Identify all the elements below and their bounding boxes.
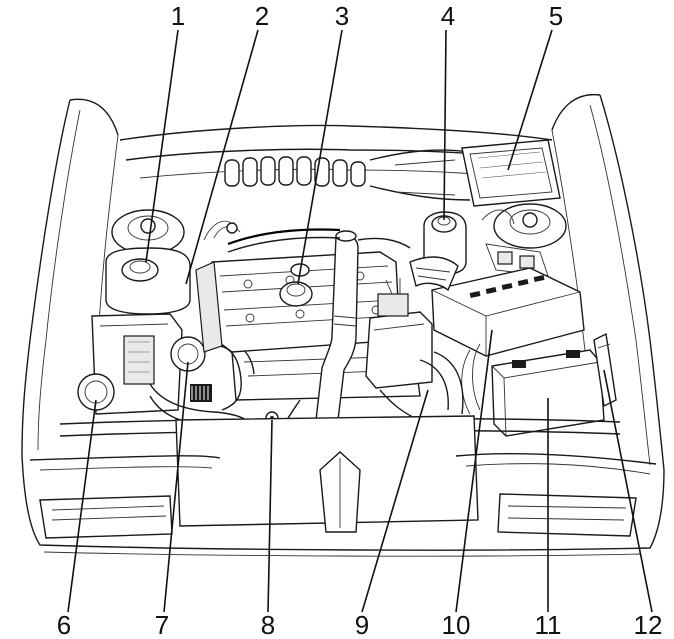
cowl-vent-slots xyxy=(224,156,366,187)
left-lower-housing xyxy=(91,313,183,415)
front-bumper xyxy=(21,452,665,557)
component-5-box xyxy=(461,139,561,207)
leader-3 xyxy=(297,29,343,285)
callout-5: 5 xyxy=(549,1,563,31)
callout-10: 10 xyxy=(442,610,471,639)
leader-12 xyxy=(603,369,653,613)
leader-5 xyxy=(507,29,553,171)
component-7-cap xyxy=(170,336,212,402)
callout-7: 7 xyxy=(155,610,169,639)
component-11-battery xyxy=(461,343,605,437)
callout-12: 12 xyxy=(634,610,663,639)
component-1-reservoir xyxy=(105,247,191,315)
callout-6: 6 xyxy=(57,610,71,639)
callout-2: 2 xyxy=(255,1,269,31)
car-body-outline xyxy=(21,93,665,471)
leader-lines xyxy=(67,29,653,613)
component-12-bracket xyxy=(593,332,617,408)
upper-hose xyxy=(203,220,411,253)
leader-2 xyxy=(185,29,259,285)
callout-4: 4 xyxy=(441,1,455,31)
leader-8 xyxy=(267,419,273,613)
callout-9: 9 xyxy=(355,610,369,639)
callout-3: 3 xyxy=(335,1,349,31)
leader-1 xyxy=(145,29,179,263)
leader-9 xyxy=(361,389,429,613)
leader-7 xyxy=(163,361,189,613)
right-strut-tower xyxy=(481,203,567,277)
component-9-module xyxy=(365,278,433,389)
radiator-support xyxy=(59,415,621,533)
leader-10 xyxy=(455,329,493,613)
component-6-cap xyxy=(77,373,115,411)
center-intake-pipe xyxy=(315,230,359,421)
callout-1: 1 xyxy=(171,1,185,31)
leader-4 xyxy=(443,29,447,221)
callout-8: 8 xyxy=(261,610,275,639)
component-10-air-filter xyxy=(409,256,585,357)
leader-6 xyxy=(67,399,97,613)
callout-numbers: 1 2 3 4 5 6 7 8 9 10 11 12 xyxy=(57,1,663,639)
callout-11: 11 xyxy=(535,610,562,639)
